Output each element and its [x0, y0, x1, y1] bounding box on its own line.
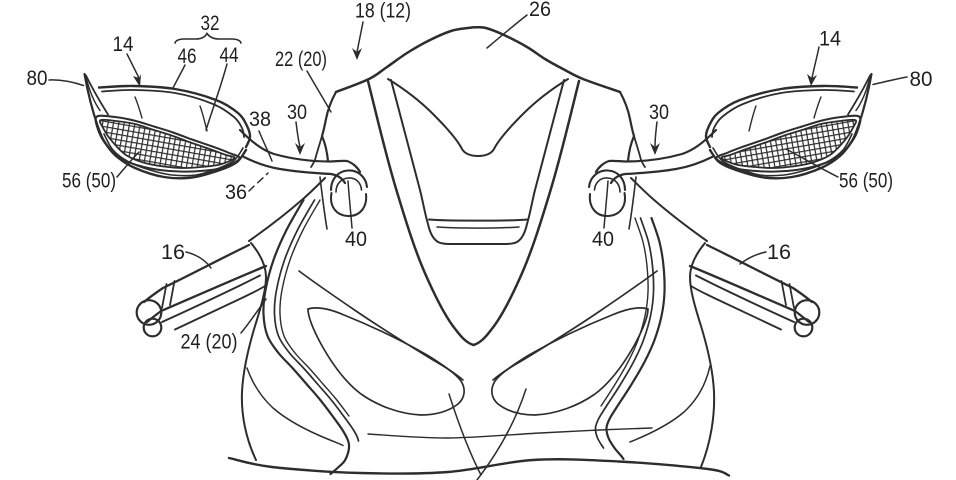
- svg-text:40: 40: [592, 227, 614, 251]
- svg-text:24 (20): 24 (20): [181, 330, 238, 354]
- svg-text:56 (50): 56 (50): [62, 169, 116, 193]
- svg-text:14: 14: [113, 32, 134, 56]
- svg-text:46: 46: [178, 44, 197, 68]
- svg-text:26: 26: [529, 0, 551, 21]
- svg-text:32: 32: [201, 11, 220, 35]
- svg-text:14: 14: [819, 27, 841, 51]
- svg-text:36: 36: [225, 180, 247, 204]
- svg-text:22 (20): 22 (20): [275, 47, 327, 71]
- svg-text:80: 80: [910, 67, 933, 91]
- svg-text:18 (12): 18 (12): [355, 0, 411, 23]
- svg-text:30: 30: [649, 100, 669, 124]
- svg-text:16: 16: [161, 240, 185, 264]
- svg-text:80: 80: [27, 66, 48, 90]
- svg-text:56 (50): 56 (50): [839, 169, 893, 193]
- svg-text:30: 30: [287, 100, 307, 124]
- svg-text:16: 16: [767, 240, 791, 264]
- svg-text:44: 44: [220, 43, 239, 67]
- svg-text:40: 40: [345, 227, 367, 251]
- svg-text:38: 38: [249, 107, 271, 131]
